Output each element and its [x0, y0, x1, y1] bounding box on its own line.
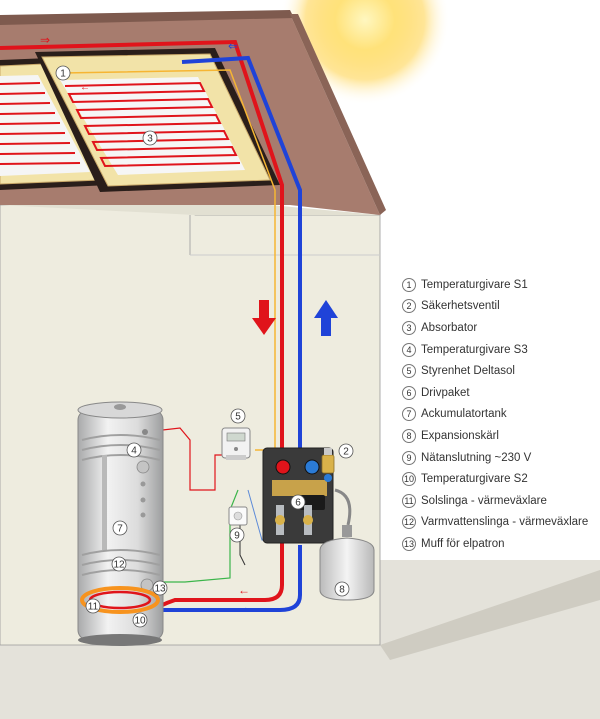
callout-3: 3 [142, 130, 158, 146]
callout-2: 2 [338, 443, 354, 459]
legend-item: 8 Expansionskärl [402, 425, 598, 447]
legend-number: 12 [402, 515, 416, 530]
legend-label: Temperaturgivare S3 [421, 343, 528, 356]
legend: 1 Temperaturgivare S1 2 Säkerhetsventil 3 Abs… [402, 274, 598, 555]
legend-item: 10 Temperaturgivare S2 [402, 468, 598, 490]
svg-text:7: 7 [117, 524, 123, 535]
legend-item: 6 Drivpaket [402, 382, 598, 404]
legend-label: Drivpaket [421, 386, 470, 399]
absorber-coil [64, 81, 241, 168]
callout-1: 1 [55, 65, 71, 81]
roof-gable [290, 14, 386, 215]
wall-ridge [0, 205, 380, 215]
callout-5: 5 [230, 408, 246, 424]
legend-item: 13 Muff för elpatron [402, 533, 598, 555]
legend-number: 11 [402, 493, 416, 508]
safety-valve [321, 448, 335, 482]
legend-number: 5 [402, 364, 416, 379]
svg-text:3: 3 [147, 134, 153, 145]
svg-text:12: 12 [113, 560, 125, 571]
flow-arrow: ← [80, 82, 90, 93]
legend-number: 6 [402, 385, 416, 400]
sensor-cable-s3 [144, 427, 232, 491]
floor-edge [380, 570, 600, 660]
legend-label: Expansionskärl [421, 429, 499, 442]
svg-text:11: 11 [88, 602, 99, 613]
legend-item: 12 Varmvattenslinga - värmeväxlare [402, 512, 598, 534]
callout-9: 9 [229, 527, 245, 543]
legend-number: 3 [402, 320, 416, 335]
svg-text:8: 8 [339, 585, 345, 596]
down-arrow [252, 300, 276, 335]
legend-label: Solslinga - värmeväxlare [421, 494, 547, 507]
svg-text:13: 13 [154, 584, 166, 595]
callout-8: 8 [334, 581, 350, 597]
legend-label: Säkerhetsventil [421, 300, 500, 313]
up-arrow [314, 300, 338, 336]
power-socket [228, 506, 248, 526]
flow-arrow: ⇒ [40, 33, 50, 47]
solar-collector-right [35, 48, 280, 192]
svg-text:9: 9 [234, 531, 240, 542]
legend-label: Temperaturgivare S2 [421, 473, 528, 486]
legend-item: 2 Säkerhetsventil [402, 296, 598, 318]
legend-number: 8 [402, 428, 416, 443]
svg-text:4: 4 [131, 446, 137, 457]
callout-11: 11 [85, 598, 101, 614]
legend-number: 13 [402, 536, 416, 551]
controller-deltasol [221, 427, 251, 460]
legend-item: 4 Temperaturgivare S3 [402, 339, 598, 361]
callout-12: 12 [111, 556, 127, 572]
expansion-vessel [319, 488, 375, 601]
flow-arrow: ⇐ [228, 39, 238, 53]
legend-item: 3 Absorbator [402, 317, 598, 339]
legend-label: Ackumulatortank [421, 408, 507, 421]
legend-item: 7 Ackumulatortank [402, 404, 598, 426]
cold-pipe-roof [181, 55, 302, 200]
legend-label: Styrenhet Deltasol [421, 365, 515, 378]
legend-number: 10 [402, 472, 416, 487]
legend-item: 11 Solslinga - värmeväxlare [402, 490, 598, 512]
svg-text:10: 10 [134, 616, 146, 627]
svg-text:6: 6 [295, 498, 301, 509]
flow-arrow: → [238, 600, 250, 614]
callouts: 1 2 3 4 5 6 7 8 9 10 11 12 13 [55, 65, 354, 628]
callout-4: 4 [126, 442, 142, 458]
legend-label: Absorbator [421, 321, 478, 334]
legend-number: 1 [402, 277, 416, 292]
legend-item: 1 Temperaturgivare S1 [402, 274, 598, 296]
svg-text:2: 2 [343, 447, 349, 458]
legend-number: 2 [402, 299, 416, 314]
roof-top-edge [0, 10, 294, 25]
hot-pipe-roof [0, 39, 284, 200]
callout-10: 10 [132, 612, 148, 628]
legend-label: Varmvattenslinga - värmeväxlare [421, 516, 589, 529]
solar-collector-left [0, 58, 110, 190]
svg-text:5: 5 [235, 412, 241, 423]
flow-arrow: ← [238, 583, 250, 597]
callout-7: 7 [112, 520, 128, 536]
callout-13: 13 [152, 580, 168, 596]
legend-label: Temperaturgivare S1 [421, 278, 528, 291]
legend-number: 7 [402, 407, 416, 422]
sensor-cable-s2 [150, 489, 239, 583]
legend-label: Muff för elpatron [421, 537, 505, 550]
legend-item: 5 Styrenhet Deltasol [402, 360, 598, 382]
legend-number: 4 [402, 342, 416, 357]
svg-text:1: 1 [60, 69, 66, 80]
legend-item: 9 Nätanslutning ~230 V [402, 447, 598, 469]
callout-6: 6 [290, 494, 306, 510]
legend-label: Nätanslutning ~230 V [421, 451, 532, 464]
legend-number: 9 [402, 450, 416, 465]
